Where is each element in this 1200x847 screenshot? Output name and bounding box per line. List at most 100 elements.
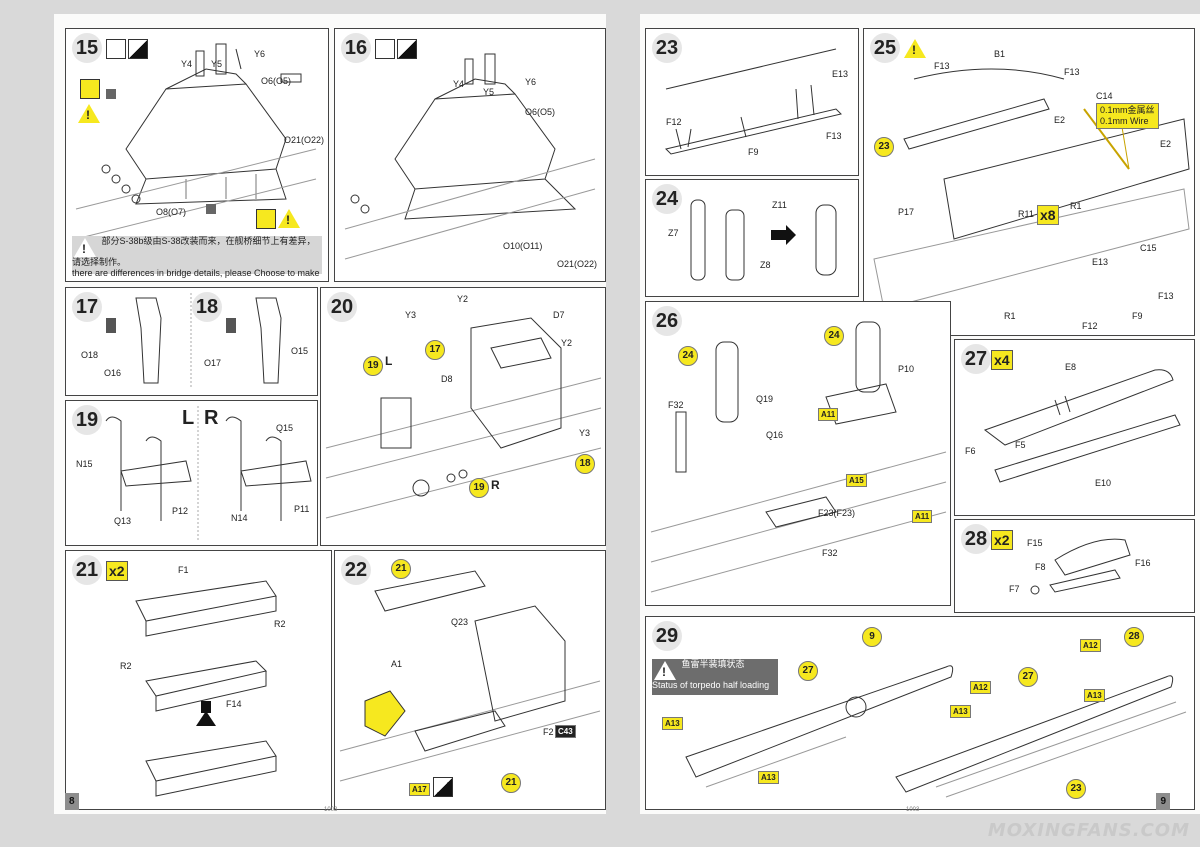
part-tag: A13 (950, 705, 971, 718)
part-label: Q13 (114, 516, 132, 526)
part-label: R1 (1004, 311, 1016, 321)
part-label: Z8 (760, 260, 771, 270)
part-label: R2 (120, 661, 132, 671)
part-label: F1 (178, 565, 189, 575)
step-22-number: 22 (341, 555, 371, 585)
step-26-number: 26 (652, 306, 682, 336)
step-25-drawing (873, 68, 1190, 310)
part-label: Y6 (254, 49, 266, 59)
step-26-panel: 26 24 24 F32 Q19 Q16 P10 A11 A15 F23(F23… (645, 301, 951, 606)
step-22-panel: 22 21 Q23 A1 F2 C43 21 A17 (334, 550, 606, 810)
part-label: Z11 (772, 200, 787, 210)
wire-label-cn: 0.1mm金属丝 (1100, 105, 1155, 115)
part-label: O6(O5) (525, 107, 556, 117)
part-label: Q19 (756, 394, 774, 404)
part-label: P12 (172, 506, 189, 516)
step-ref-9: 9 (862, 627, 882, 647)
part-tag: C43 (555, 725, 576, 738)
part-label: Y3 (579, 428, 591, 438)
step-24-number: 24 (652, 184, 682, 214)
step-29-panel: 29 鱼雷半装填状态 Status of torpedo half loadin… (645, 616, 1195, 810)
part-tag: A12 (1080, 639, 1101, 652)
step-29-number: 29 (652, 621, 682, 651)
warning-icon-2 (278, 209, 300, 228)
step-28-drawing (1030, 538, 1131, 595)
note-en: there are differences in bridge details,… (72, 268, 320, 278)
part-label: F32 (822, 548, 838, 558)
wire-label-box: 0.1mm金属丝 0.1mm Wire (1096, 103, 1159, 129)
part-label: F13 (1064, 67, 1080, 77)
step-16-number: 16 (341, 33, 371, 63)
part-label: C14 (1096, 91, 1113, 101)
part-label: B1 (994, 49, 1006, 59)
ref-right-label: R (491, 478, 500, 492)
step-23-number: 23 (652, 33, 682, 63)
part-label: F13 (1158, 291, 1174, 301)
step-21-number: 21 (72, 555, 102, 585)
warning-icon (904, 39, 926, 58)
part-label: P17 (898, 207, 915, 217)
part-tag-a11-2: A11 (912, 510, 933, 523)
part-label: D8 (441, 374, 453, 384)
part-label: O21(O22) (557, 259, 598, 269)
part-label: F8 (1035, 562, 1046, 572)
part-label: F5 (1015, 440, 1026, 450)
step-ref-27-2: 27 (1018, 667, 1038, 687)
part-label: Y2 (561, 338, 573, 348)
part-label: Y5 (211, 59, 223, 69)
page-number: 8 (65, 793, 79, 810)
part-label: F13 (826, 131, 842, 141)
step-20-number: 20 (327, 292, 357, 322)
paint-black-icon (128, 39, 148, 59)
left-page: 15 Y4 Y5 Y6 O6(O5) O21(O22) O8(O7) 部分S-3… (54, 14, 606, 814)
part-label: E10 (1095, 478, 1112, 488)
wire-label-en: 0.1mm Wire (1100, 116, 1149, 126)
warning-icon (78, 104, 100, 123)
step-ref-23: 23 (1066, 779, 1086, 799)
part-label: O15 (291, 346, 309, 356)
part-label: Y5 (483, 87, 495, 97)
part-label: P11 (294, 504, 310, 514)
part-label: F12 (1082, 321, 1098, 331)
step-ref-27: 27 (798, 661, 818, 681)
note-cn: 部分S-38b级由S-38改装而来，在舰桥细节上有差异，请选择制作。 (72, 236, 316, 267)
part-label: R11 (1018, 209, 1034, 219)
part-label: F15 (1027, 538, 1043, 548)
note-warning-icon (74, 238, 96, 257)
part-label: F13 (934, 61, 950, 71)
part-label: F9 (1132, 311, 1143, 321)
step-27-panel: 27 x4 E8 F6 F5 E10 (954, 339, 1195, 516)
part-label: E13 (832, 69, 849, 79)
step-22-drawing (339, 570, 601, 782)
footer-code: 1003 (906, 807, 920, 813)
part-label: Y2 (457, 294, 469, 304)
step-ref-19-right: 19 (469, 478, 489, 498)
step-20-panel: 20 Y3 Y2 D7 D8 Y2 Y3 17 19 L 19 R 18 (320, 287, 606, 546)
step-25-number: 25 (870, 33, 900, 63)
step-19-drawing (105, 406, 312, 541)
step-24-panel: 24 Z11 Z7 Z8 (645, 179, 859, 297)
part-label: Q15 (276, 423, 294, 433)
part-tag-a11: A11 (818, 408, 839, 421)
part-label: N15 (76, 459, 93, 469)
footer-code: 1003 (324, 807, 338, 813)
part-tag: A13 (1084, 689, 1105, 702)
step-29-drawing (685, 665, 1187, 798)
part-tag: A13 (758, 771, 779, 784)
step-19-number: 19 (72, 405, 102, 435)
part-label: P10 (898, 364, 915, 374)
part-tag: A13 (662, 717, 683, 730)
part-label: Y4 (181, 59, 193, 69)
part-label: F32 (668, 400, 684, 410)
part-label: Y3 (405, 310, 417, 320)
step-ref-21-2: 21 (501, 773, 521, 793)
torpedo-loading-note: 鱼雷半装填状态 Status of torpedo half loading (652, 659, 778, 695)
step-15-drawing (75, 43, 317, 240)
step-16-drawing (344, 53, 596, 260)
part-label: O18 (81, 350, 99, 360)
step-ref-24: 24 (678, 346, 698, 366)
part-label: D7 (553, 310, 565, 320)
step-28-panel: 28 x2 F15 F8 F16 F7 (954, 519, 1195, 613)
part-label: F2 (543, 727, 554, 737)
part-label: Y6 (525, 77, 537, 87)
